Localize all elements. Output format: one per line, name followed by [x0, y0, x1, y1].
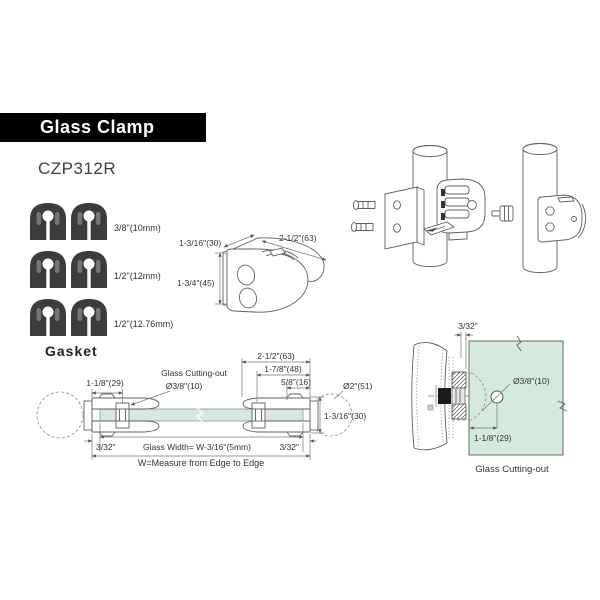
iso-dim-width-label: 1-3/16"(30) — [179, 238, 221, 248]
clamp-iso-figure: 1-3/16"(30) 2-1/2"(63) 1-3/4"(45) — [177, 233, 327, 313]
section-dimensions: 1-1/8"(29) Glass Cutting-out Ø3/8"(10) 2… — [84, 351, 373, 468]
gasket-row-1: 3/8"(10mm) — [30, 203, 161, 240]
dim-face-label: 1-3/16"(30) — [324, 411, 366, 421]
socket-screw-icon — [491, 205, 514, 222]
post-circle-right — [309, 393, 353, 437]
flat-screw-icon — [350, 222, 374, 232]
dim-mid-label: 1-7/8"(48) — [264, 364, 302, 374]
hole-leader-line — [481, 383, 511, 412]
banner-title: Glass Clamp — [40, 117, 155, 137]
dim-small-label: 5/8"(16) — [281, 377, 311, 387]
section-figure: 1-1/8"(29) Glass Cutting-out Ø3/8"(10) 2… — [36, 351, 373, 468]
iso-dim-depth-label: 2-1/2"(63) — [279, 233, 317, 243]
clamp-hole — [236, 264, 256, 286]
exploded-view — [350, 145, 514, 267]
clamp-right-section — [242, 393, 311, 437]
dim-left-offset-label: 1-1/8"(29) — [86, 378, 124, 388]
clamp-iso-body — [222, 237, 325, 313]
dim-post-dia-label: Ø2"(51) — [343, 381, 373, 391]
cutout-caption: Glass Cutting-out — [475, 464, 549, 475]
cutout-figure: 3/32" Ø3/8"(10) 1-1/8"(29) Glass Cutting… — [411, 321, 568, 475]
gasket-icon — [30, 299, 66, 336]
gasket-icon — [30, 203, 66, 240]
gasket-edge — [577, 203, 587, 239]
clamp-section-hatched — [438, 371, 467, 420]
iso-dim-height-label: 1-3/4"(45) — [177, 278, 215, 288]
gasket-icon — [71, 203, 107, 240]
gasket-figure: 3/8"(10mm) 1/2"(12mm) 1/2"(12.76mm) — [30, 203, 173, 336]
gasket-size-label-1: 3/8"(10mm) — [114, 223, 161, 233]
gasket-row-3: 1/2"(12.76mm) — [30, 299, 173, 336]
weld-mark — [427, 404, 434, 411]
cutout-dimensions: 3/32" Ø3/8"(10) 1-1/8"(29) — [454, 321, 550, 443]
dim-overall-label: 2-1/2"(63) — [257, 351, 295, 361]
glass-break-mark — [195, 407, 205, 423]
assembled-view — [522, 143, 587, 273]
glass-panel — [468, 340, 564, 456]
title-banner: Glass Clamp — [0, 113, 206, 142]
screw-head — [438, 388, 451, 404]
callout-dia-label: Ø3/8"(10) — [166, 381, 203, 391]
plate-edge-right — [309, 400, 319, 431]
screw-nut — [451, 387, 466, 405]
bolt-right — [251, 402, 266, 429]
bolt-left — [115, 402, 130, 429]
glass-width-label: Glass Width= W-3/16"(5mm) — [143, 442, 251, 452]
gasket-row-2: 1/2"(12mm) — [30, 251, 161, 288]
break-mark-right — [557, 400, 568, 412]
clamp-body-exploded — [436, 178, 486, 241]
gap-left-label: 3/32" — [96, 442, 116, 452]
gasket-icon — [71, 299, 107, 336]
w-note-label: W=Measure from Edge to Edge — [138, 458, 264, 468]
break-mark-top — [516, 335, 522, 352]
iso-dimensions: 1-3/16"(30) 2-1/2"(63) 1-3/4"(45) — [177, 233, 327, 305]
plate-edge-left — [83, 400, 93, 431]
gap-right-label: 3/32" — [279, 442, 299, 452]
clamp-body-assembled — [537, 194, 583, 243]
model-number: CZP312R — [38, 159, 117, 178]
hole-offset-label: 1-1/8"(29) — [474, 433, 512, 443]
gasket-caption: Gasket — [45, 343, 98, 359]
clamp-hole — [238, 287, 258, 309]
clamp-outline-arc — [470, 372, 487, 421]
mounting-views-figure — [350, 143, 587, 273]
gasket-icon — [30, 251, 66, 288]
spring-clip — [423, 221, 455, 236]
gap-top-label: 3/32" — [458, 321, 478, 331]
gasket-size-label-3: 1/2"(12.76mm) — [114, 319, 173, 329]
glass-strip — [99, 408, 304, 422]
gasket-size-label-2: 1/2"(12mm) — [114, 271, 161, 281]
post-circle-left — [36, 391, 84, 439]
callout-title-label: Glass Cutting-out — [161, 368, 227, 378]
mounting-plate — [384, 186, 425, 250]
flat-screw-icon — [352, 200, 376, 210]
hole-dia-label: Ø3/8"(10) — [513, 376, 550, 386]
gasket-icon — [71, 251, 107, 288]
